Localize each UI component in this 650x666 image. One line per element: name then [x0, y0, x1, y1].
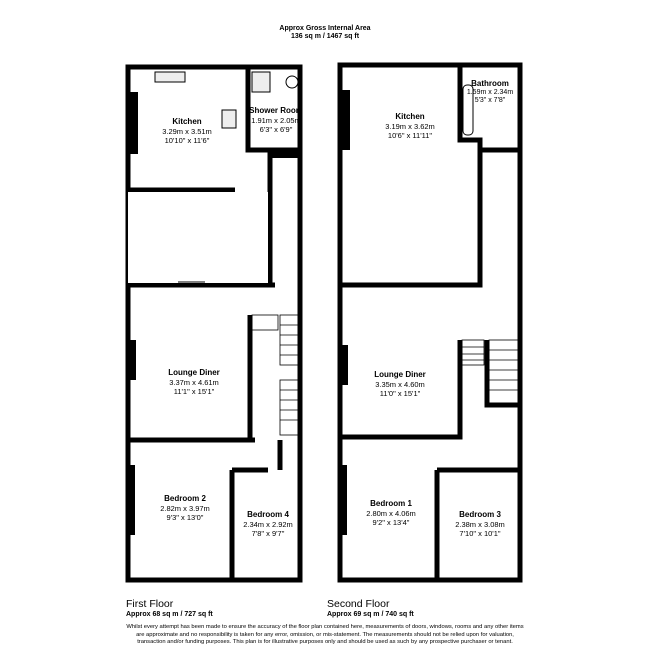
second-floor-windows [370, 66, 485, 579]
second-floor-stairs [461, 339, 519, 404]
first-floor-windows [154, 71, 299, 579]
first-floor-label: First Floor [126, 598, 174, 610]
first-floor-walls [125, 64, 303, 583]
first-floor-area: Approx 68 sq m / 727 sq ft [126, 611, 213, 618]
gross-area-title: Approx Gross Internal Area [279, 25, 371, 32]
second-floor-walls [337, 62, 523, 583]
gross-area-total: 136 sq m / 1467 sq ft [290, 33, 360, 40]
first-floor-features [130, 92, 300, 535]
second-floor-features [342, 90, 350, 535]
first-floor-stairs [251, 314, 301, 436]
second-floor-label: Second Floor [327, 598, 390, 610]
disclaimer: Whilst every attempt has been made to en… [126, 624, 524, 645]
second-floor-area: Approx 69 sq m / 740 sq ft [327, 611, 414, 618]
